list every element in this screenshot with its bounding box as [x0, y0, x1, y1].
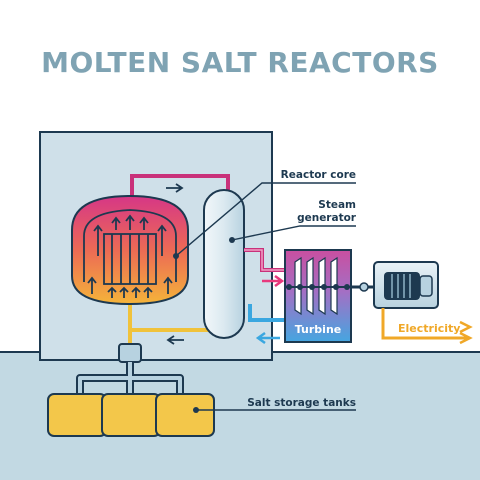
leader-lines — [175, 182, 356, 411]
salt-storage-tank — [101, 393, 161, 437]
steam-pipe-inner — [244, 249, 286, 271]
hot-salt-flow-arrow — [166, 183, 184, 193]
freeze-valve — [118, 343, 142, 363]
turbine-blades — [294, 256, 338, 316]
turbine-shaft-dots — [286, 284, 350, 290]
generator-fins — [391, 274, 411, 298]
hot-salt-pipe — [130, 174, 230, 197]
steam-generator-pointer-dot — [229, 237, 235, 243]
tanks-pointer-dot — [193, 407, 199, 413]
salt-storage-tank — [155, 393, 215, 437]
generator-body — [384, 272, 420, 300]
steam-flow-arrow — [262, 274, 285, 288]
page-title: MOLTEN SALT REACTORS — [41, 46, 439, 79]
reactor-core-internals — [83, 209, 177, 298]
steam-generator-label-line1: Steam — [318, 199, 356, 211]
generator-cap — [419, 275, 433, 297]
steam-generator — [203, 189, 245, 339]
salt-storage-tanks-label: Salt storage tanks — [247, 397, 356, 409]
electricity-arrow-upper — [459, 320, 473, 334]
reactor-core-pointer-dot — [173, 253, 179, 259]
electricity-line — [381, 308, 468, 340]
electricity-label: Electricity — [398, 322, 460, 335]
water-flow-arrow — [255, 331, 280, 345]
electricity-arrow-lower — [459, 331, 473, 345]
turbine-label: Turbine — [295, 323, 342, 336]
steam-generator-label-line2: generator — [297, 212, 357, 224]
shaft-coupling — [359, 282, 369, 292]
reactor-core-label: Reactor core — [281, 169, 356, 181]
salt-storage-tank — [47, 393, 107, 437]
cool-salt-flow-arrow — [166, 335, 184, 345]
water-return-pipe — [248, 304, 286, 322]
